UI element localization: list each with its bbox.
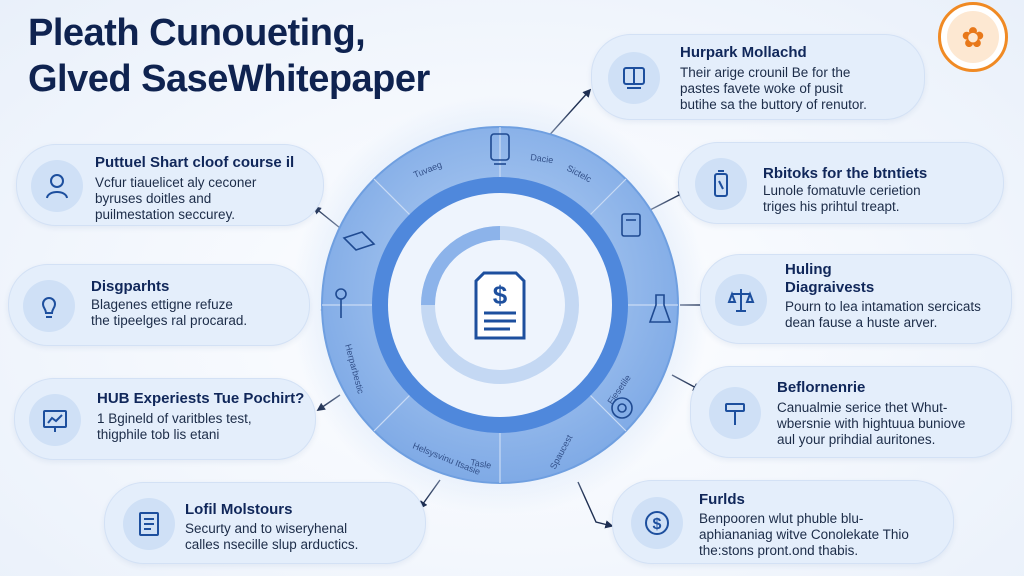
svg-text:$: $ bbox=[653, 516, 662, 533]
page-title: Pleath Cunoueting, Glved SaseWhitepaper bbox=[28, 10, 430, 102]
card-right-2-body: Pourn to lea intamation sercicats dean f… bbox=[785, 299, 981, 330]
title-line-2: Glved SaseWhitepaper bbox=[28, 58, 430, 100]
card-right-3[interactable]: Beflornenrie Canualmie serice thet Whut-… bbox=[690, 366, 1012, 458]
card-right-1[interactable]: Rbitoks for the btntiets Lunole fomatuvl… bbox=[678, 142, 1004, 224]
wheel-inner-accent bbox=[421, 226, 501, 306]
card-right-2-title: Huling Diagraivests bbox=[785, 261, 875, 296]
card-left-1[interactable]: Puttuel Shart cloof course il Vcfur tiau… bbox=[16, 144, 324, 226]
chart-board-icon bbox=[29, 394, 81, 446]
wheel-book-icon bbox=[342, 231, 376, 251]
card-top-right-title: Hurpark Mollachd bbox=[680, 44, 807, 61]
card-right-1-title: Rbitoks for the btntiets bbox=[763, 165, 928, 182]
card-right-3-body: Canualmie serice thet Whut- wbersnie wit… bbox=[777, 400, 966, 447]
gear-dragon-logo-icon: ✿ bbox=[947, 11, 999, 63]
scale-icon bbox=[715, 274, 767, 326]
wheel-label-1: Dacie bbox=[530, 152, 554, 165]
card-top-right[interactable]: Hurpark Mollachd Their arige crounil Be … bbox=[591, 34, 925, 120]
brand-logo: ✿ bbox=[938, 2, 1008, 72]
document-icon bbox=[123, 498, 175, 550]
card-left-3[interactable]: HUB Experiests Tue Pochirt? 1 Bgineld of… bbox=[14, 378, 316, 460]
card-right-2[interactable]: Huling Diagraivests Pourn to lea intamat… bbox=[700, 254, 1012, 344]
card-left-2-title: Disgparhts bbox=[91, 278, 170, 295]
title-line-1: Pleath Cunoueting, bbox=[28, 12, 366, 54]
card-bottom-right-body: Benpooren wlut phuble blu- aphiananiag w… bbox=[699, 511, 909, 558]
lightbulb-icon bbox=[23, 280, 75, 332]
card-left-1-title: Puttuel Shart cloof course il bbox=[95, 154, 295, 171]
card-left-3-body: 1 Bgineld of varitbles test, thigphile t… bbox=[97, 411, 252, 442]
wheel-pin-icon bbox=[335, 288, 347, 318]
hammer-icon bbox=[709, 387, 761, 439]
wheel-calculator-icon bbox=[621, 213, 641, 237]
wheel-target-icon bbox=[611, 397, 633, 419]
card-left-2[interactable]: Disgparhts Blagenes ettigne refuze the t… bbox=[8, 264, 310, 346]
wheel-flask-icon bbox=[648, 294, 672, 323]
card-top-right-body: Their arige crounil Be for the pastes fa… bbox=[680, 65, 867, 112]
card-right-3-title: Beflornenrie bbox=[777, 379, 866, 396]
center-dollar-document-icon: $ bbox=[474, 271, 526, 340]
card-bottom-right[interactable]: $ Furlds Benpooren wlut phuble blu- aphi… bbox=[612, 480, 954, 564]
card-bottom-right-title: Furlds bbox=[699, 491, 745, 508]
card-bottom-left-title: Lofil Molstours bbox=[185, 501, 293, 518]
card-left-1-body: Vcfur tiauelicet aly ceconer byruses doi… bbox=[95, 175, 257, 222]
wheel-phone-icon bbox=[490, 133, 510, 165]
card-left-2-body: Blagenes ettigne refuze the tipeelges ra… bbox=[91, 297, 248, 328]
wheel-label-7: Tasle bbox=[470, 457, 492, 470]
book-icon bbox=[608, 52, 660, 104]
user-icon bbox=[31, 160, 83, 212]
card-bottom-left[interactable]: Lofil Molstours Securty and to wiseryhen… bbox=[104, 482, 426, 564]
svg-text:$: $ bbox=[493, 280, 508, 310]
card-left-3-title: HUB Experiests Tue Pochirt? bbox=[97, 390, 305, 407]
dollar-icon: $ bbox=[631, 497, 683, 549]
card-bottom-left-body: Securty and to wiseryhenal calles nsecil… bbox=[185, 521, 359, 552]
battery-icon bbox=[695, 158, 747, 210]
card-right-1-body: Lunole fomatuvle cerietion triges his pr… bbox=[763, 183, 921, 214]
